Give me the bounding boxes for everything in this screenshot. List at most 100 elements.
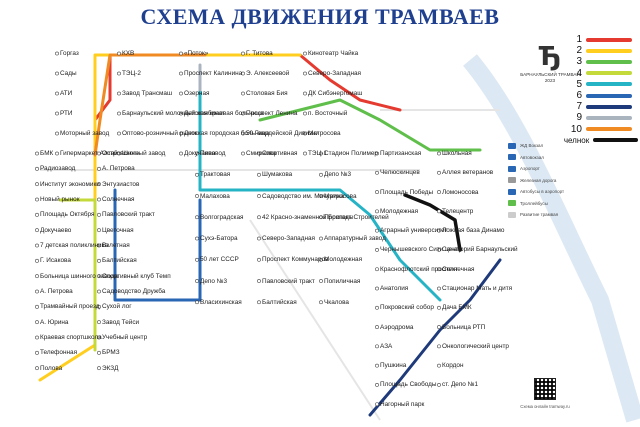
station-label[interactable]: Краснофлотский проспект bbox=[380, 265, 458, 273]
station-label[interactable]: ЭКЗД bbox=[102, 364, 119, 372]
station-label[interactable]: 50 Гвардейской Дивизии bbox=[246, 130, 320, 137]
station-label[interactable]: Матросова bbox=[308, 130, 341, 137]
station-label[interactable]: Трактовая bbox=[200, 171, 231, 179]
station-label[interactable]: АЗА bbox=[380, 342, 393, 350]
station-label[interactable]: Ложная база Динамо bbox=[442, 227, 505, 235]
station-label[interactable]: Энтузиастов bbox=[102, 180, 140, 188]
station-label[interactable]: Чкалова bbox=[324, 298, 349, 306]
station-label[interactable]: Детская городская больница bbox=[184, 130, 270, 137]
station-label[interactable]: Барнаульский молочный комбинат bbox=[122, 110, 225, 117]
station-label[interactable]: Онкологический центр bbox=[442, 342, 509, 350]
station-label[interactable]: Цветочная bbox=[102, 226, 134, 234]
station-label[interactable]: Попиличная bbox=[324, 277, 361, 285]
station-label[interactable]: Телецентр bbox=[442, 207, 474, 215]
station-label[interactable]: Спортивный клуб Темп bbox=[102, 272, 171, 280]
station-label[interactable]: Молодежная bbox=[324, 256, 363, 264]
station-label[interactable]: АТИ bbox=[60, 90, 73, 97]
station-label[interactable]: Спортивная bbox=[262, 150, 298, 157]
station-label[interactable]: Школьная bbox=[442, 150, 472, 157]
station-label[interactable]: Депо №3 bbox=[324, 171, 352, 179]
station-label[interactable]: Сухэ-Батора bbox=[200, 235, 238, 242]
station-label[interactable]: Кордон bbox=[442, 362, 464, 370]
station-label[interactable]: Чернышевского Сити центр bbox=[380, 246, 463, 254]
station-label[interactable]: Депо №3 bbox=[200, 277, 228, 285]
station-label[interactable]: Завод Трансмаш bbox=[122, 90, 173, 97]
station-label[interactable]: Проспект Ленина bbox=[246, 110, 298, 117]
station-label[interactable]: Стационар Мать и дитя bbox=[442, 285, 513, 292]
station-label[interactable]: Столовая Бия bbox=[246, 90, 288, 97]
station-label[interactable]: БРМЗ bbox=[102, 349, 120, 357]
station-label[interactable]: 7 детская поликлиника bbox=[40, 242, 109, 249]
station-label[interactable]: Стадион Полимер bbox=[324, 150, 378, 157]
station-label[interactable]: Г. Исакова bbox=[40, 257, 71, 265]
station-label[interactable]: Кинотеатр Чайка bbox=[308, 50, 359, 57]
station-label[interactable]: Нагорный парк bbox=[380, 400, 425, 408]
station-label[interactable]: Покровский собор bbox=[380, 304, 434, 312]
station-label[interactable]: Аллея ветеранов bbox=[442, 169, 494, 177]
station-label[interactable]: Проспект Коммунаров bbox=[262, 256, 329, 264]
station-label[interactable]: А. Петрова bbox=[40, 288, 73, 295]
station-label[interactable]: Э. Алексеевой bbox=[246, 70, 290, 77]
station-label[interactable]: Солнечная bbox=[102, 196, 135, 203]
station-label[interactable]: Пивавод bbox=[200, 150, 226, 157]
station-label[interactable]: Больница РТП bbox=[442, 323, 486, 331]
qr-code-icon[interactable] bbox=[534, 378, 556, 400]
station-label[interactable]: Шинный завод bbox=[122, 150, 166, 157]
station-label[interactable]: Докучаево bbox=[184, 150, 216, 157]
station-label[interactable]: Смирнова bbox=[246, 150, 277, 157]
station-label[interactable]: Дача БМК bbox=[442, 304, 472, 312]
station-label[interactable]: Взлетная bbox=[102, 242, 130, 249]
station-label[interactable]: Пушкина bbox=[380, 362, 407, 370]
station-label[interactable]: Проспект Калинина bbox=[184, 70, 243, 77]
station-label[interactable]: Садоводство Дружба bbox=[102, 288, 166, 295]
station-label[interactable]: Балтийская bbox=[262, 298, 297, 306]
station-label[interactable]: ТЭЦ-2 bbox=[122, 70, 141, 77]
station-label[interactable]: Шумакова bbox=[262, 171, 293, 179]
station-label[interactable]: Челюскинцев bbox=[380, 169, 420, 177]
station-label[interactable]: БМК bbox=[40, 150, 54, 157]
station-label[interactable]: Аэродрома bbox=[380, 323, 414, 331]
station-label[interactable]: Ломоносова bbox=[442, 188, 479, 196]
station-label[interactable]: Детская краевая больница bbox=[184, 110, 264, 117]
station-label[interactable]: Площадь Победы bbox=[380, 188, 434, 196]
station-label[interactable]: Санаторий Барнаульский bbox=[442, 246, 518, 254]
station-label[interactable]: Балтийская bbox=[102, 257, 137, 265]
station-label[interactable]: Гипермаркет Алтай bbox=[60, 150, 118, 157]
station-label[interactable]: Островского bbox=[102, 150, 139, 157]
station-label[interactable]: Докучаево bbox=[40, 226, 72, 234]
station-label[interactable]: п. Восточный bbox=[308, 110, 348, 117]
station-label[interactable]: Солнечная bbox=[442, 265, 475, 273]
station-label[interactable]: Институт экономики bbox=[40, 180, 100, 188]
station-label[interactable]: Проспект Строителей bbox=[324, 213, 389, 221]
station-label[interactable]: Партизанская bbox=[380, 150, 422, 157]
station-label[interactable]: Сады bbox=[60, 70, 77, 77]
station-label[interactable]: Новый рынок bbox=[40, 196, 80, 203]
station-label[interactable]: Матросова bbox=[324, 192, 357, 200]
station-label[interactable]: Г. Титова bbox=[246, 50, 273, 57]
station-label[interactable]: Северо-Западная bbox=[262, 235, 315, 242]
station-label[interactable]: А. Юрина bbox=[40, 318, 69, 326]
station-label[interactable]: Павловский тракт bbox=[102, 211, 155, 219]
station-label[interactable]: ТЭЦ-1 bbox=[308, 150, 327, 157]
station-label[interactable]: Трамвайный проезд bbox=[40, 303, 100, 311]
station-label[interactable]: Анатолия bbox=[380, 285, 409, 292]
station-label[interactable]: Павловский тракт bbox=[262, 277, 315, 285]
station-label[interactable]: Телефонная bbox=[40, 349, 78, 357]
station-label[interactable]: Оптово-розничный рынок bbox=[122, 130, 198, 137]
station-label[interactable]: Площадь Октября bbox=[40, 211, 95, 219]
station-label[interactable]: Краевая спортшкола bbox=[40, 334, 102, 341]
station-label[interactable]: Северо-Западная bbox=[308, 70, 361, 77]
station-label[interactable]: ДК Сибэнергомаш bbox=[308, 90, 363, 97]
station-label[interactable]: Площадь Свободы bbox=[380, 381, 437, 389]
station-label[interactable]: Радиозавод bbox=[40, 165, 76, 173]
station-label[interactable]: Моторный завод bbox=[60, 130, 110, 137]
station-label[interactable]: Аграрный университет bbox=[380, 227, 448, 235]
station-label[interactable]: Аппаратурный завод bbox=[324, 235, 386, 242]
station-label[interactable]: Волгоградская bbox=[200, 213, 244, 221]
station-label[interactable]: Озерная bbox=[184, 90, 210, 97]
station-label[interactable]: Молодежная bbox=[380, 207, 419, 215]
station-label[interactable]: РТИ bbox=[60, 110, 73, 117]
station-label[interactable]: 50 лет СССР bbox=[200, 256, 239, 264]
station-label[interactable]: Полова bbox=[40, 364, 63, 372]
station-label[interactable]: Сухой лог bbox=[102, 303, 132, 311]
